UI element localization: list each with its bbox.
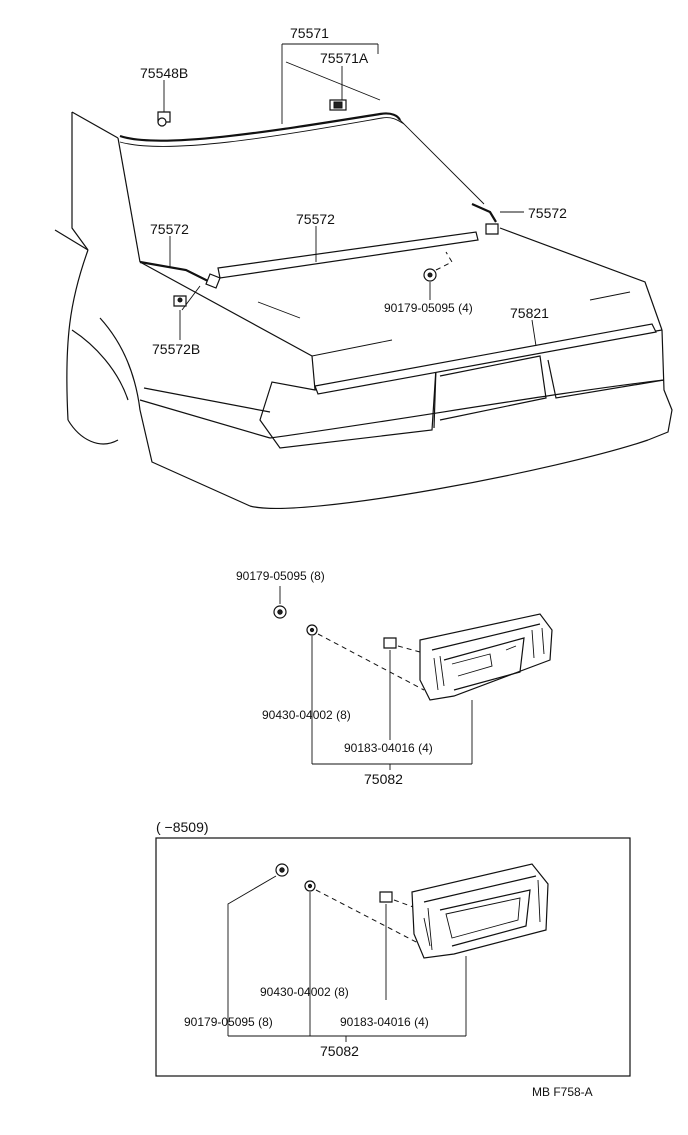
car-body-illustration bbox=[54, 61, 673, 509]
variant-box-frame bbox=[155, 837, 631, 1077]
label-variant-range: ( −8509) bbox=[156, 819, 209, 835]
drawing-code: MB F758-A bbox=[532, 1085, 593, 1099]
nut-90179-trunk bbox=[423, 251, 453, 282]
moulding-75572-left bbox=[139, 260, 215, 285]
label-75082-upper: 75082 bbox=[364, 771, 403, 787]
label-75082-lower: 75082 bbox=[320, 1043, 359, 1059]
top-leader-lines bbox=[163, 43, 537, 347]
bracket-assembly-lower bbox=[227, 863, 549, 1042]
garnish-75821 bbox=[314, 323, 657, 395]
moulding-75572-center bbox=[217, 231, 479, 279]
label-90183-upper: 90183-04016 (4) bbox=[344, 741, 433, 755]
label-75572-center: 75572 bbox=[296, 211, 335, 227]
label-90179-trunk: 90179-05095 (4) bbox=[384, 301, 473, 315]
label-90430-lower: 90430-04002 (8) bbox=[260, 985, 349, 999]
label-75572b: 75572B bbox=[152, 341, 200, 357]
label-75572-right: 75572 bbox=[528, 205, 567, 221]
label-75571a: 75571A bbox=[320, 50, 369, 66]
label-90179-upper: 90179-05095 (8) bbox=[236, 569, 325, 583]
moulding-75572-right bbox=[471, 202, 499, 235]
label-75571: 75571 bbox=[290, 25, 329, 41]
clip-75571a bbox=[329, 99, 347, 111]
clip-75572b bbox=[173, 295, 187, 307]
label-75548b: 75548B bbox=[140, 65, 188, 81]
label-90179-lower: 90179-05095 (8) bbox=[184, 1015, 273, 1029]
label-75572-left: 75572 bbox=[150, 221, 189, 237]
clip-75548b bbox=[157, 111, 171, 127]
label-75821: 75821 bbox=[510, 305, 549, 321]
bracket-assembly-upper bbox=[273, 586, 553, 770]
roof-moulding-75571 bbox=[119, 112, 401, 142]
label-90183-lower: 90183-04016 (4) bbox=[340, 1015, 429, 1029]
label-90430-upper: 90430-04002 (8) bbox=[262, 708, 351, 722]
